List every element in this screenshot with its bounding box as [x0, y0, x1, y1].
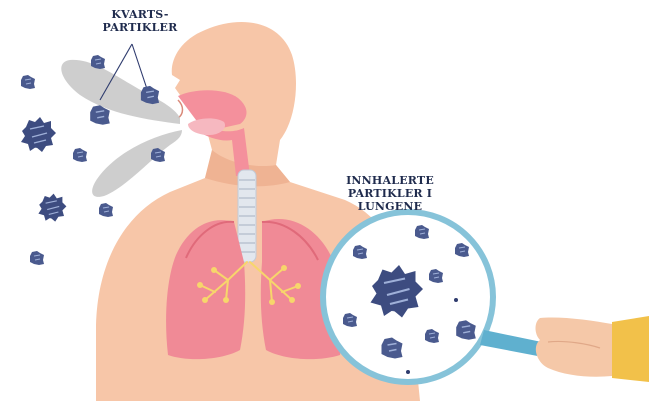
inhaled-label-line-3: LUNGENE	[326, 200, 454, 213]
breath-stream	[61, 60, 182, 197]
inhaled-label-line-1: INNHALERTE	[326, 174, 454, 187]
inhaled-label-line-2: PARTIKLER I	[326, 187, 454, 200]
inhaled-particles-label: INNHALERTE PARTIKLER I LUNGENE	[326, 174, 454, 213]
trachea	[238, 170, 256, 262]
quartz-label-line-1: KVARTS-	[92, 8, 188, 21]
quartz-label-line-2: PARTIKLER	[92, 21, 188, 34]
hand-icon	[536, 316, 649, 382]
quartz-particles-label: KVARTS- PARTIKLER	[92, 8, 188, 34]
